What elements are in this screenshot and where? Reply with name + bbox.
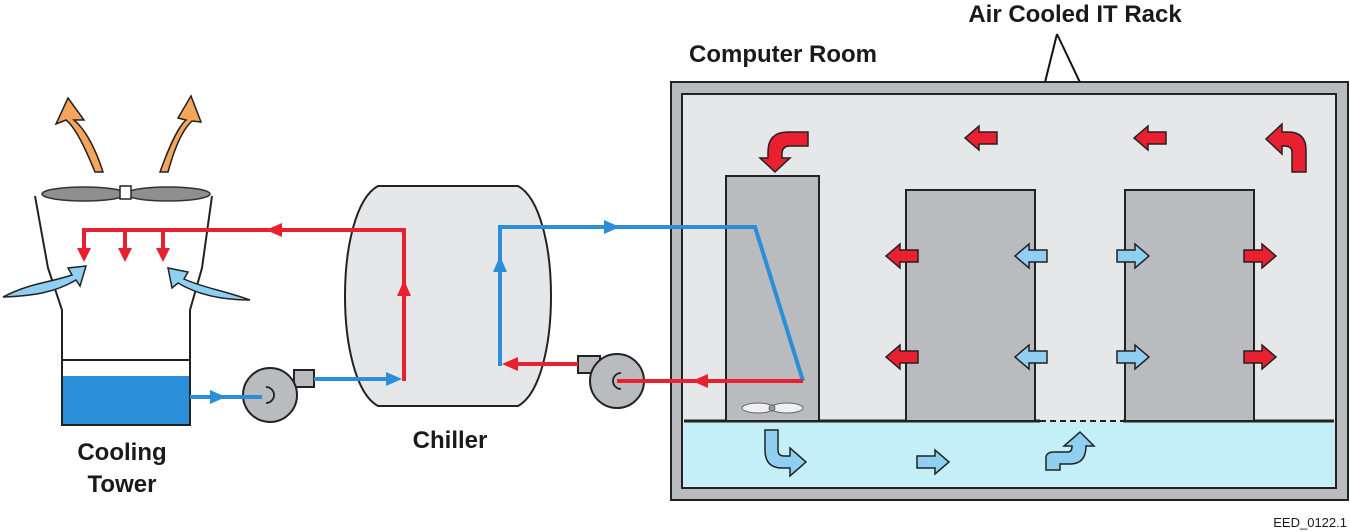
fan-icon — [741, 402, 804, 414]
arrow-icon — [493, 220, 620, 272]
computer-room-label: Computer Room — [689, 41, 877, 68]
air-cooled-it-rack-label: Air Cooled IT Rack — [968, 1, 1182, 28]
tower-basin-water — [63, 376, 189, 424]
fan-icon — [41, 185, 211, 202]
arrow-icon — [502, 357, 708, 388]
chiller-label: Chiller — [413, 427, 488, 454]
it-rack-right — [1124, 189, 1255, 422]
cooling-tower-label-line2: Tower — [88, 471, 157, 498]
chilled-supply-line — [498, 225, 805, 382]
cool-air-curve-arrow-icon — [764, 429, 1096, 478]
underfloor-plenum — [684, 422, 1334, 486]
chiller — [344, 185, 552, 407]
it-rack-left — [905, 189, 1036, 422]
cooling-tower — [34, 185, 213, 426]
cooling-tower-label-line1: Cooling — [77, 439, 166, 466]
figure-code: EED_0122.1 — [1273, 515, 1347, 530]
exhaust-arrow-icon — [54, 94, 203, 173]
crah-unit — [725, 175, 820, 422]
arrow-icon — [210, 372, 402, 404]
arrow-icon — [77, 223, 411, 296]
air-intake-arrow-icon — [2, 265, 251, 301]
hot-air-curve-arrow-icon — [758, 122, 1307, 174]
pump-icon — [242, 367, 315, 423]
